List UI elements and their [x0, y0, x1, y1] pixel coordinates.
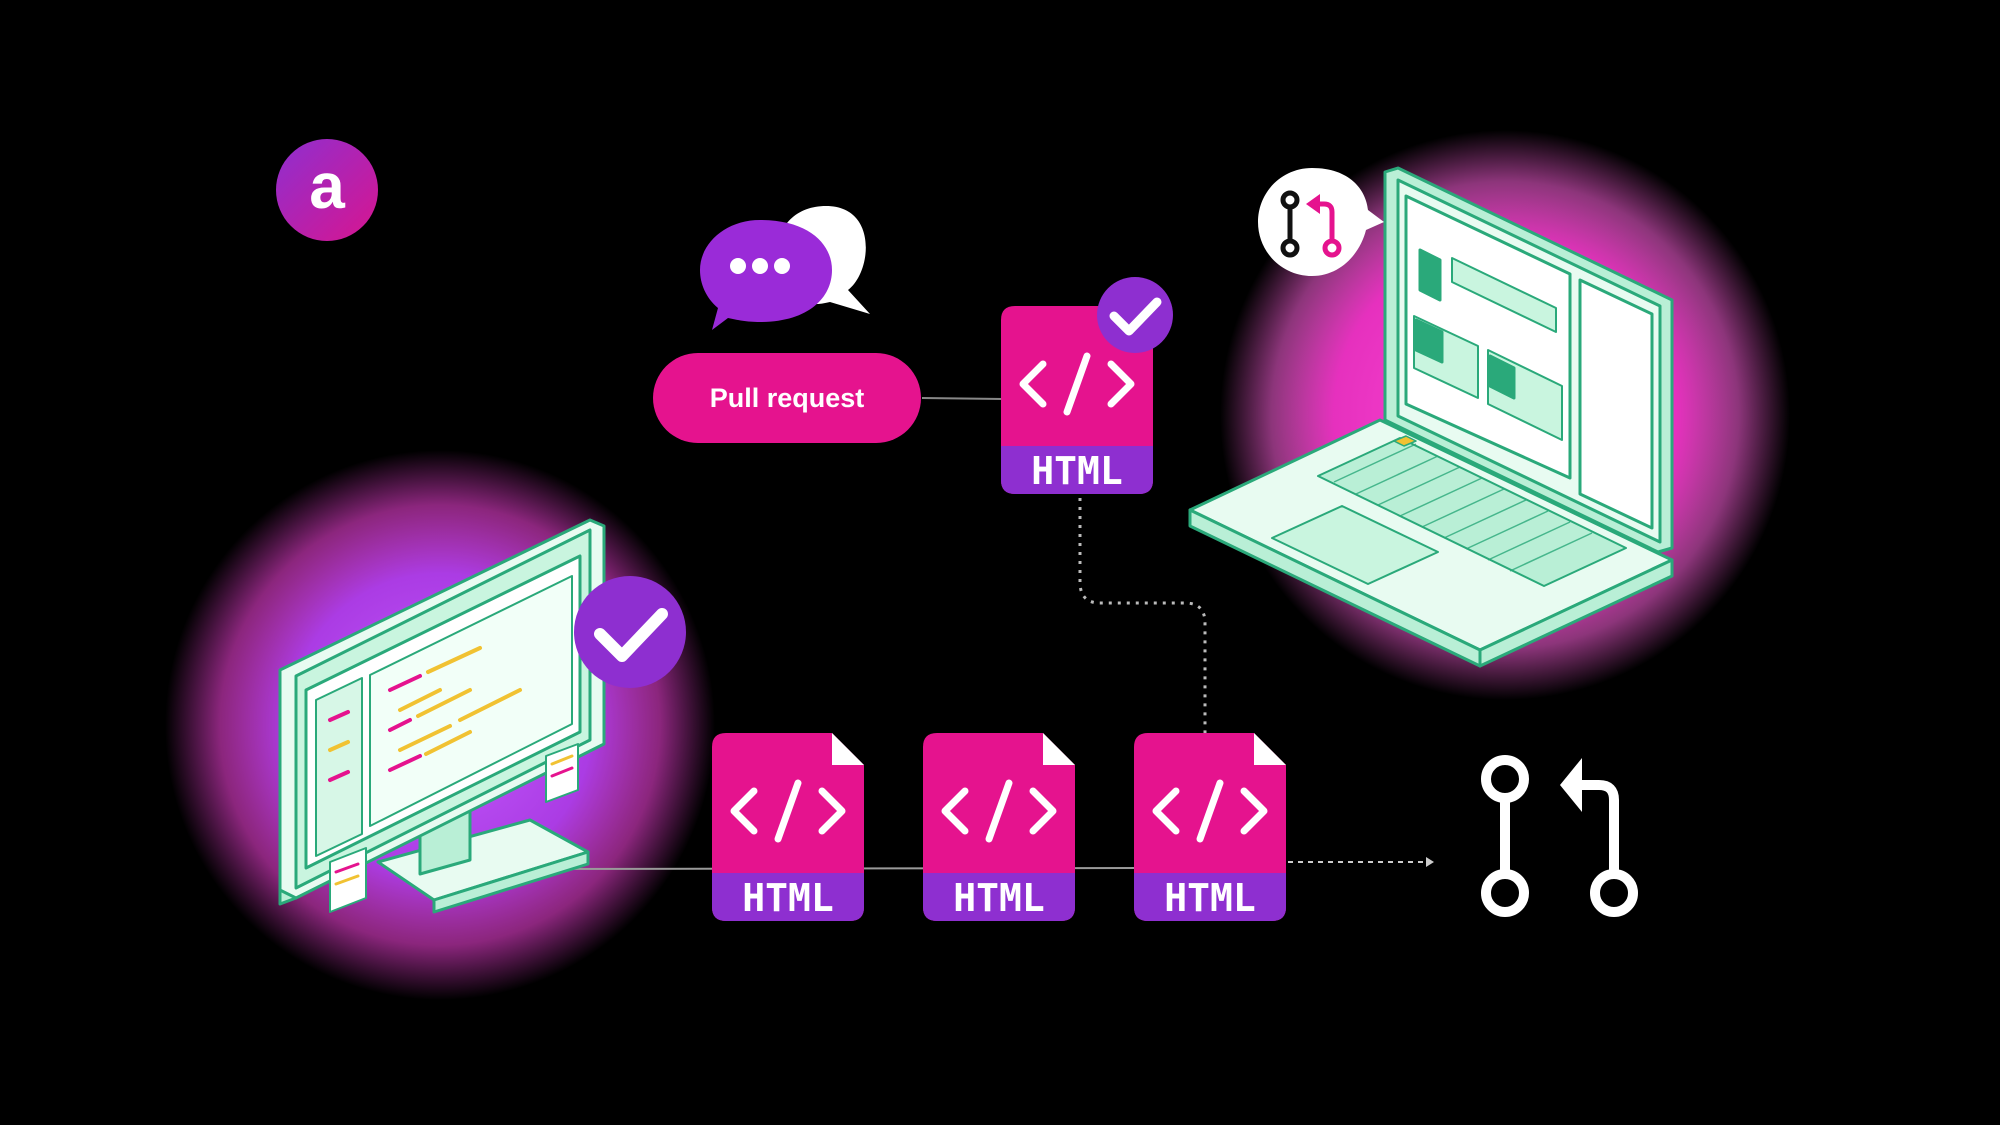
checkmark-badge-icon-top [1097, 277, 1173, 353]
brand-logo: a [276, 139, 378, 241]
git-pull-request-icon [1481, 755, 1638, 917]
laptop-icon [1188, 166, 1674, 668]
html-file-icon-top: HTML [1001, 306, 1153, 494]
desktop-monitor-icon [278, 518, 606, 914]
html-file-label: HTML [1164, 876, 1256, 920]
chat-bubbles-icon [700, 206, 870, 330]
html-file-label: HTML [742, 876, 834, 920]
pull-request-button[interactable]: Pull request [653, 353, 921, 443]
html-file-icon-1: HTML [712, 733, 864, 921]
html-file-label: HTML [1031, 449, 1123, 493]
html-file-label: HTML [953, 876, 1045, 920]
html-file-icon-3: HTML [1134, 733, 1286, 921]
html-file-icon-2: HTML [923, 733, 1075, 921]
checkmark-badge-icon-monitor [574, 576, 686, 688]
git-pull-request-bubble-icon [1258, 168, 1384, 276]
